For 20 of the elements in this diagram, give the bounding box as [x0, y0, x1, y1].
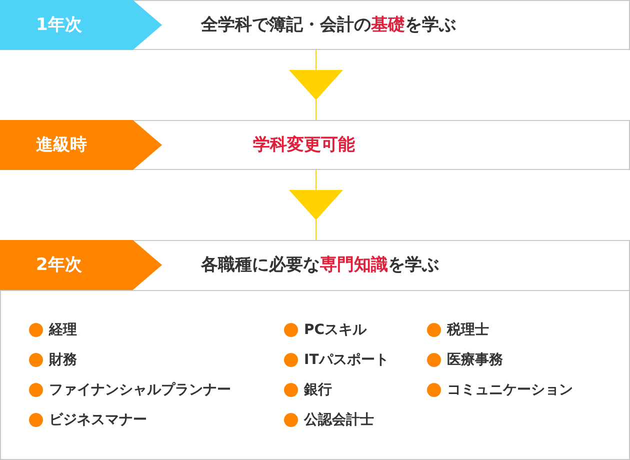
stage-box	[0, 120, 630, 170]
stage-tab: 2年次	[0, 240, 162, 290]
bullet-item: 税理士	[427, 321, 489, 339]
bullet-item: PCスキル	[284, 321, 367, 339]
bullet-item: 医療事務	[427, 351, 503, 369]
stage-box	[0, 0, 630, 50]
stage-heading: 学科変更可能	[253, 134, 355, 157]
stage-tab: 進級時	[0, 120, 162, 170]
stage-tab: 1年次	[0, 0, 162, 50]
bullet-item: コミュニケーション	[427, 381, 573, 399]
stage-heading: 各職種に必要な専門知識を学ぶ	[201, 254, 439, 277]
bullet-item: 経理	[29, 321, 77, 339]
bullet-item: 財務	[29, 351, 77, 369]
bullet-item: 公認会計士	[284, 411, 374, 429]
stage-box	[0, 240, 630, 460]
bullet-item: ファイナンシャルプランナー	[29, 381, 231, 399]
stage-heading: 全学科で簿記・会計の基礎を学ぶ	[201, 14, 456, 37]
bullet-item: ビジネスマナー	[29, 411, 147, 429]
bullet-item: 銀行	[284, 381, 332, 399]
bullet-item: ITパスポート	[284, 351, 389, 369]
